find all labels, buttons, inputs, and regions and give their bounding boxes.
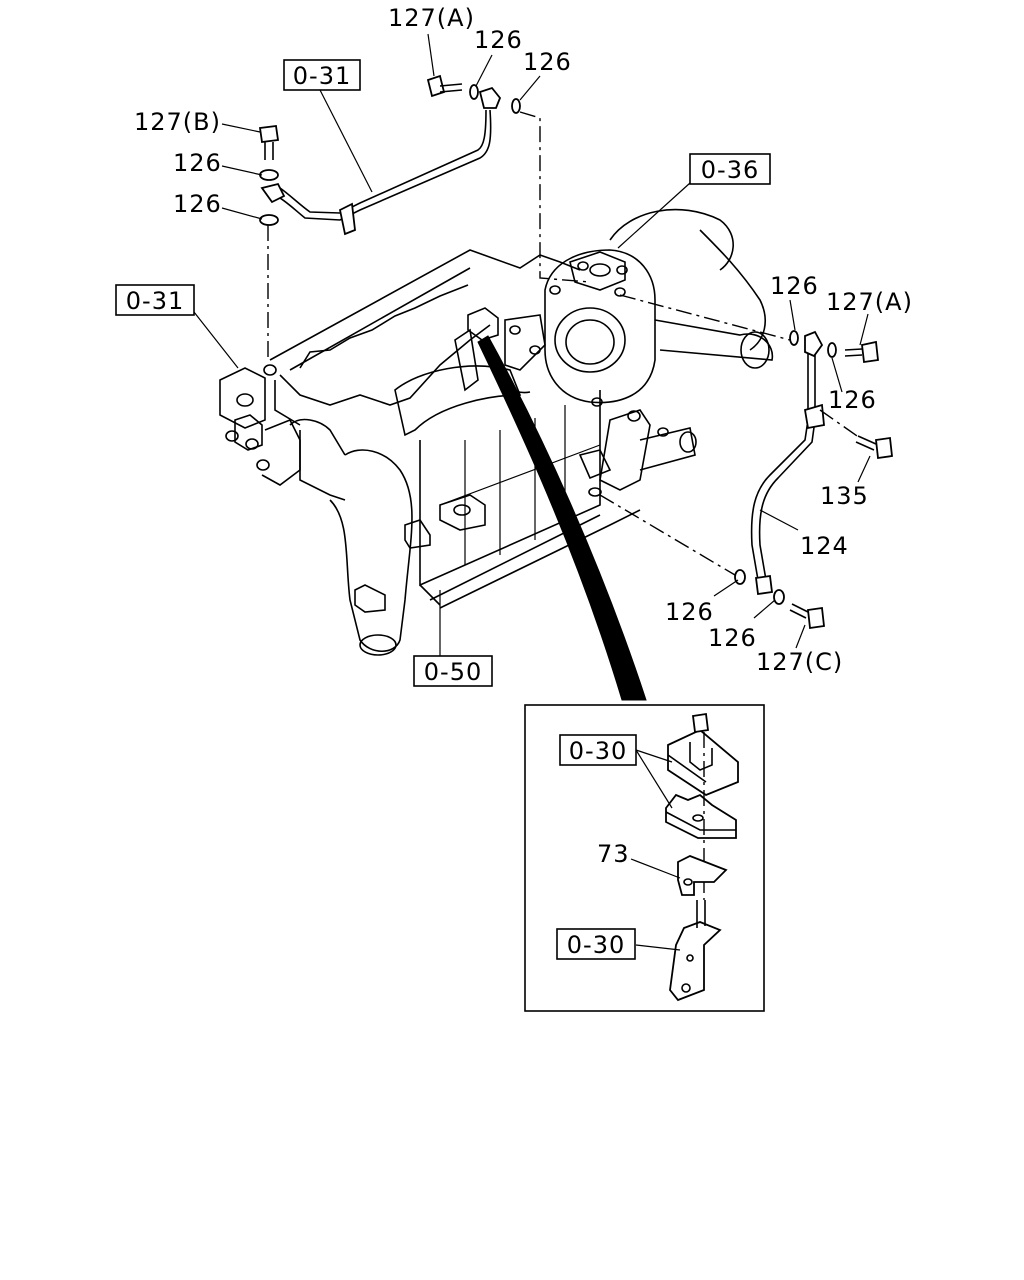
detail-pointer: [477, 335, 647, 701]
callout-127a-right: 127(A): [826, 288, 913, 316]
ref-031-top-label: 0-31: [293, 62, 351, 90]
callout-124: 124: [800, 532, 849, 560]
callout-127c: 127(C): [756, 648, 843, 676]
ref-030-upper-label: 0-30: [569, 737, 627, 765]
callout-126-right2: 126: [828, 386, 877, 414]
ref-031-left-label: 0-31: [126, 287, 184, 315]
callout-127b: 127(B): [134, 108, 221, 136]
ref-box-031-left[interactable]: 0-31: [115, 284, 195, 316]
ref-box-030-lower[interactable]: 0-30: [556, 928, 636, 960]
ref-030-lower-label: 0-30: [567, 931, 625, 959]
ref-box-031-top[interactable]: 0-31: [283, 59, 361, 91]
callout-126-left2: 126: [173, 190, 222, 218]
upper-oil-pipe: [260, 86, 502, 236]
callout-126-right1: 126: [770, 272, 819, 300]
callout-126-top1: 126: [474, 26, 523, 54]
right-fittings-drawing: [578, 409, 697, 497]
callout-135: 135: [820, 482, 869, 510]
callout-127a-top: 127(A): [388, 4, 475, 32]
callout-126-left1: 126: [173, 149, 222, 177]
callout-126-bottom2: 126: [708, 624, 757, 652]
ref-box-036[interactable]: 0-36: [689, 153, 771, 185]
fastener-parts: [258, 74, 893, 630]
ref-box-050[interactable]: 0-50: [413, 655, 493, 687]
oil-pipe-124: [750, 330, 825, 596]
leader-lines: [193, 33, 871, 660]
ref-box-030-upper[interactable]: 0-30: [559, 734, 637, 766]
ref-050-label: 0-50: [424, 658, 482, 686]
ref-036-label: 0-36: [701, 156, 759, 184]
assembly-lines: [267, 111, 861, 576]
callout-73: 73: [597, 840, 630, 868]
callout-126-top2: 126: [523, 48, 572, 76]
turbocharger-drawing: [467, 208, 774, 407]
part-callouts: 127(A) 126 126 127(B) 126 126 126 127(A)…: [134, 4, 913, 868]
callout-126-bottom1: 126: [665, 598, 714, 626]
